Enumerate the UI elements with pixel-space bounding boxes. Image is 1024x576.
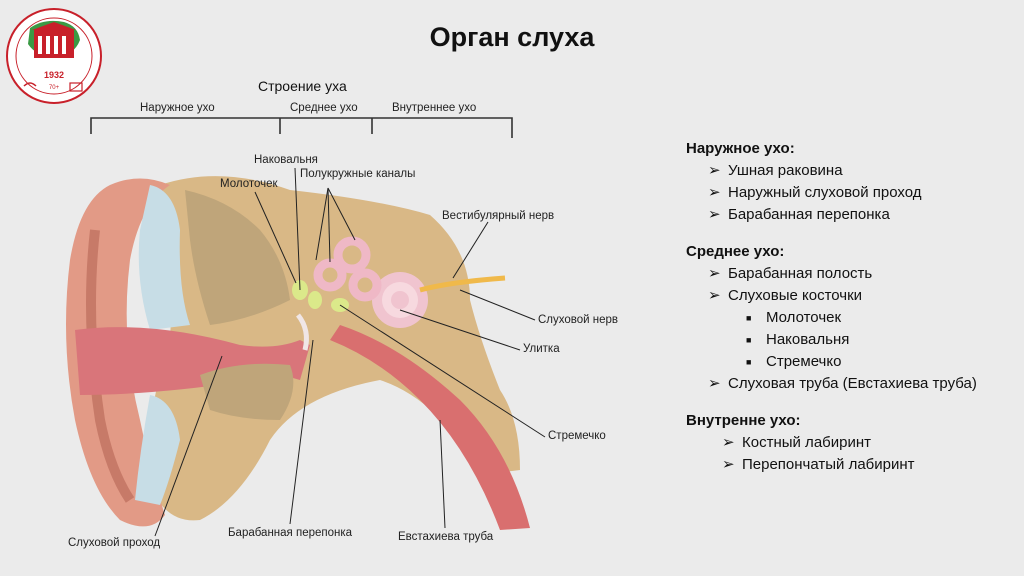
- list-subitem: ■Наковальня: [686, 329, 1024, 351]
- list-item: ➢Наружный слуховой проход: [686, 182, 1024, 204]
- arrow-bullet-icon: ➢: [708, 285, 728, 307]
- section-title-outer: Наружное ухо:: [686, 138, 1024, 160]
- label-stapes: Стремечко: [548, 430, 606, 442]
- arrow-bullet-icon: ➢: [708, 263, 728, 285]
- part-outer-ear: Наружное ухо: [140, 102, 215, 114]
- label-malleus: Молоточек: [220, 178, 278, 190]
- list-item: ➢Барабанная перепонка: [686, 204, 1024, 226]
- label-incus: Наковальня: [254, 154, 318, 166]
- label-semicircular-canals: Полукружные каналы: [300, 168, 415, 180]
- section-brackets: [91, 118, 512, 138]
- ear-structure-list: Наружное ухо: ➢Ушная раковина ➢Наружный …: [686, 138, 1024, 476]
- section-title-middle: Среднее ухо:: [686, 241, 1024, 263]
- arrow-bullet-icon: ➢: [708, 373, 728, 395]
- part-inner-ear: Внутреннее ухо: [392, 102, 476, 114]
- diagram-header: Строение уха: [258, 78, 347, 94]
- square-bullet-icon: ■: [746, 351, 766, 373]
- arrow-bullet-icon: ➢: [722, 454, 742, 476]
- square-bullet-icon: ■: [746, 307, 766, 329]
- list-subitem: ■Молоточек: [686, 307, 1024, 329]
- label-eustachian-tube: Евстахиева труба: [398, 531, 493, 543]
- list-item: ➢Слуховая труба (Евстахиева труба): [686, 373, 1024, 395]
- label-cochlea: Улитка: [523, 343, 560, 355]
- label-ear-canal: Слуховой проход: [68, 537, 160, 549]
- list-item: ➢Костный лабиринт: [686, 432, 1024, 454]
- label-auditory-nerve: Слуховой нерв: [538, 314, 618, 326]
- arrow-bullet-icon: ➢: [722, 432, 742, 454]
- label-eardrum: Барабанная перепонка: [228, 527, 352, 539]
- arrow-bullet-icon: ➢: [708, 160, 728, 182]
- arrow-bullet-icon: ➢: [708, 182, 728, 204]
- list-item: ➢Перепончатый лабиринт: [686, 454, 1024, 476]
- list-item: ➢Ушная раковина: [686, 160, 1024, 182]
- list-item: ➢Барабанная полость: [686, 263, 1024, 285]
- part-middle-ear: Среднее ухо: [290, 102, 358, 114]
- section-title-inner: Внутренне ухо:: [686, 410, 1024, 432]
- label-vestibular-nerve: Вестибулярный нерв: [442, 210, 554, 222]
- list-subitem: ■Стремечко: [686, 351, 1024, 373]
- arrow-bullet-icon: ➢: [708, 204, 728, 226]
- list-item: ➢Слуховые косточки: [686, 285, 1024, 307]
- square-bullet-icon: ■: [746, 329, 766, 351]
